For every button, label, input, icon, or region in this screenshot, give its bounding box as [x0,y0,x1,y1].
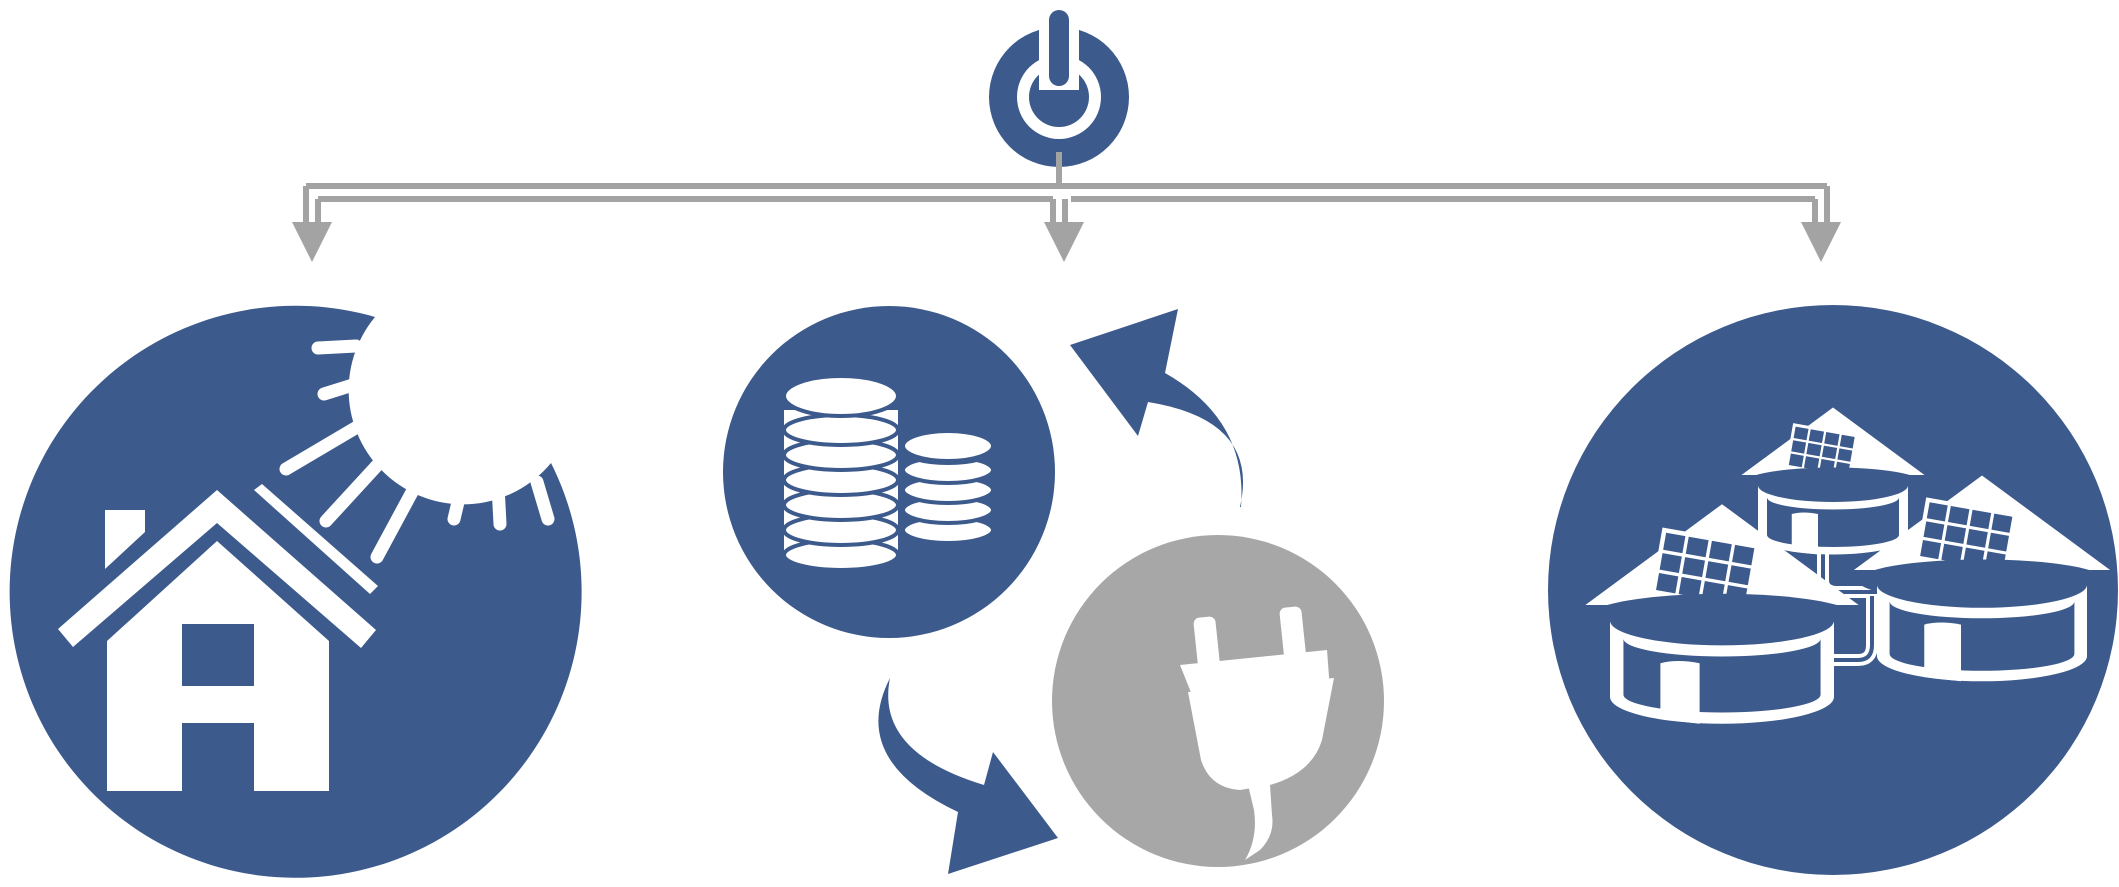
branch-connector [303,152,1830,225]
solar-house-icon [9,305,582,878]
arrow-down-right-icon [1801,222,1841,262]
arrowheads [292,222,1841,262]
cycle-arrow-icon [878,309,1244,874]
power-icon [989,10,1129,167]
solar-village-icon [1548,305,2118,875]
arrow-down-left-icon [292,222,332,262]
coins-stack-icon [723,306,1055,638]
electric-plug-icon [1052,535,1384,867]
arrow-down-center-icon [1044,222,1084,262]
